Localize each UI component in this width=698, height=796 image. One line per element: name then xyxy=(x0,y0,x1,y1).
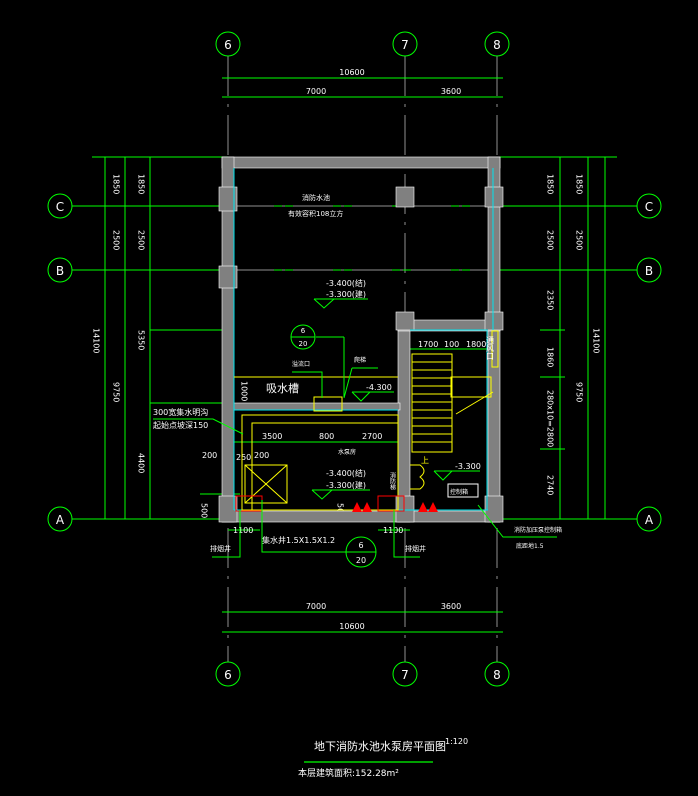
dimension-texts: 10600 7000 3600 7000 3600 10600 14100 18… xyxy=(92,68,601,631)
trench-label-1: 300宽集水明沟 xyxy=(153,407,208,417)
level-1b: -3.300(建) xyxy=(326,289,366,299)
dim-top-total: 10600 xyxy=(339,68,364,77)
dim-top-a: 7000 xyxy=(306,87,326,96)
overflow-label: 溢流口 xyxy=(292,360,310,368)
dim-500b: 500 xyxy=(336,503,345,518)
dim-left-outer: 14100 xyxy=(92,328,101,353)
detail-sheet: 20 xyxy=(299,340,308,348)
level-3: -4.300 xyxy=(366,383,392,392)
dim-right-mid-0: 1850 xyxy=(575,174,584,194)
axis-a-left: A xyxy=(56,513,65,527)
axis-8-top: 8 xyxy=(493,38,501,52)
dim-1100a: 1100 xyxy=(233,526,253,535)
level-1a: -3.400(结) xyxy=(326,278,366,288)
title-block: 地下消防水池水泵房平面图 1:120 本层建筑面积:152.28m² xyxy=(298,737,468,779)
dim-stair-2: 1800 xyxy=(466,340,486,349)
axis-c-right: C xyxy=(645,200,653,214)
dimensions xyxy=(92,77,617,633)
dim-bottom-b: 3600 xyxy=(441,602,461,611)
tank-label: 消防水池 xyxy=(302,193,330,202)
dim-small-2: 200 xyxy=(254,451,269,460)
walls xyxy=(218,156,504,523)
dim-left-inner-1: 2500 xyxy=(137,230,146,250)
stair: 通风口 上 xyxy=(411,330,499,465)
floor-area: 本层建筑面积:152.28m² xyxy=(298,767,399,779)
level-2a: -3.400(结) xyxy=(326,468,366,478)
up-label: 上 xyxy=(421,456,429,465)
dim-right-mid-1: 2500 xyxy=(575,230,584,250)
fire-ext-label-2: 底距地1.5 xyxy=(516,542,544,550)
dim-left-mid-0: 1850 xyxy=(112,174,121,194)
drawing-title: 地下消防水池水泵房平面图 xyxy=(314,739,446,753)
pump-icon xyxy=(418,502,438,512)
shaft-right-label: 排烟井 xyxy=(405,544,426,553)
axis-c-left: C xyxy=(56,200,64,214)
dim-right-inner-2: 2350 xyxy=(546,290,555,310)
dim-right-inner-4: 280x10=2800 xyxy=(546,390,555,447)
annotations: 消防水池 有效容积108立方 吸水槽 溢流口 爬梯 6 20 300宽集水明沟 … xyxy=(153,193,562,568)
fire-ext-label: 消防加压泵控制箱 xyxy=(514,526,562,534)
shaft-left-label: 排烟井 xyxy=(210,544,231,553)
dim-left-mid-2: 9750 xyxy=(112,382,121,402)
dim-pit-2: 2700 xyxy=(362,432,382,441)
pump-room-label: 水泵房 xyxy=(338,448,356,456)
dim-stair-0: 1700 xyxy=(418,340,438,349)
dim-small-0: 200 xyxy=(202,451,217,460)
tank-volume-label: 有效容积108立方 xyxy=(288,209,343,218)
dim-bottom-a: 7000 xyxy=(306,602,326,611)
sump-label: 集水井1.5X1.5X1.2 xyxy=(262,535,335,545)
dim-small-1: 250 xyxy=(236,453,251,462)
cyan-finish-lines xyxy=(233,168,494,511)
dim-right-mid-2: 9750 xyxy=(575,382,584,402)
dim-right-inner-5: 2740 xyxy=(546,475,555,495)
axis-8-bottom: 8 xyxy=(493,668,501,682)
dim-right-outer: 14100 xyxy=(592,328,601,353)
axis-b-left: B xyxy=(56,264,64,278)
axis-bubbles: 6 7 8 6 7 8 C B A C B A xyxy=(47,31,662,687)
dim-left-mid-1: 2500 xyxy=(112,230,121,250)
dim-500a: 500 xyxy=(200,503,209,518)
dim-left-inner-3: 4400 xyxy=(137,453,146,473)
pump-icon xyxy=(352,502,372,512)
vent-label: 通风口 xyxy=(486,335,495,360)
dim-bottom-total: 10600 xyxy=(339,622,364,631)
dim-left-inner-0: 1850 xyxy=(137,174,146,194)
axis-7-bottom: 7 xyxy=(401,668,409,682)
axis-a-right: A xyxy=(645,513,654,527)
detail2-sheet: 20 xyxy=(356,556,366,565)
dim-1000: 1000 xyxy=(240,381,249,401)
axis-6-top: 6 xyxy=(224,38,232,52)
dim-pit-0: 3500 xyxy=(262,432,282,441)
dim-top-b: 3600 xyxy=(441,87,461,96)
suction-label: 吸水槽 xyxy=(266,382,299,395)
control-box-label: 控制箱 xyxy=(450,488,468,496)
dim-right-inner-1: 2500 xyxy=(546,230,555,250)
drawing-scale: 1:120 xyxy=(445,737,468,746)
ladder-label: 爬梯 xyxy=(354,356,366,364)
dim-stair-1: 100 xyxy=(444,340,459,349)
level-4: -3.300 xyxy=(455,462,481,471)
pump-room: 控制箱 xyxy=(234,376,479,512)
dim-right-inner-3: 1860 xyxy=(546,347,555,367)
trench-label-2: 起始点坡深150 xyxy=(153,420,208,430)
axis-7-top: 7 xyxy=(401,38,409,52)
dim-left-inner-2: 5350 xyxy=(137,330,146,350)
axis-b-right: B xyxy=(645,264,653,278)
detail2-num: 6 xyxy=(358,541,363,550)
detail-num: 6 xyxy=(301,327,306,335)
level-marks: -3.400(结) -3.300(建) -3.400(结) -3.300(建) … xyxy=(311,278,481,500)
dim-pit-1: 800 xyxy=(319,432,334,441)
axis-6-bottom: 6 xyxy=(224,668,232,682)
stair-note-label: 消防梯 xyxy=(389,471,396,491)
dim-right-inner-0: 1850 xyxy=(546,174,555,194)
dim-1100b: 1100 xyxy=(383,526,403,535)
level-2b: -3.300(建) xyxy=(326,480,366,490)
